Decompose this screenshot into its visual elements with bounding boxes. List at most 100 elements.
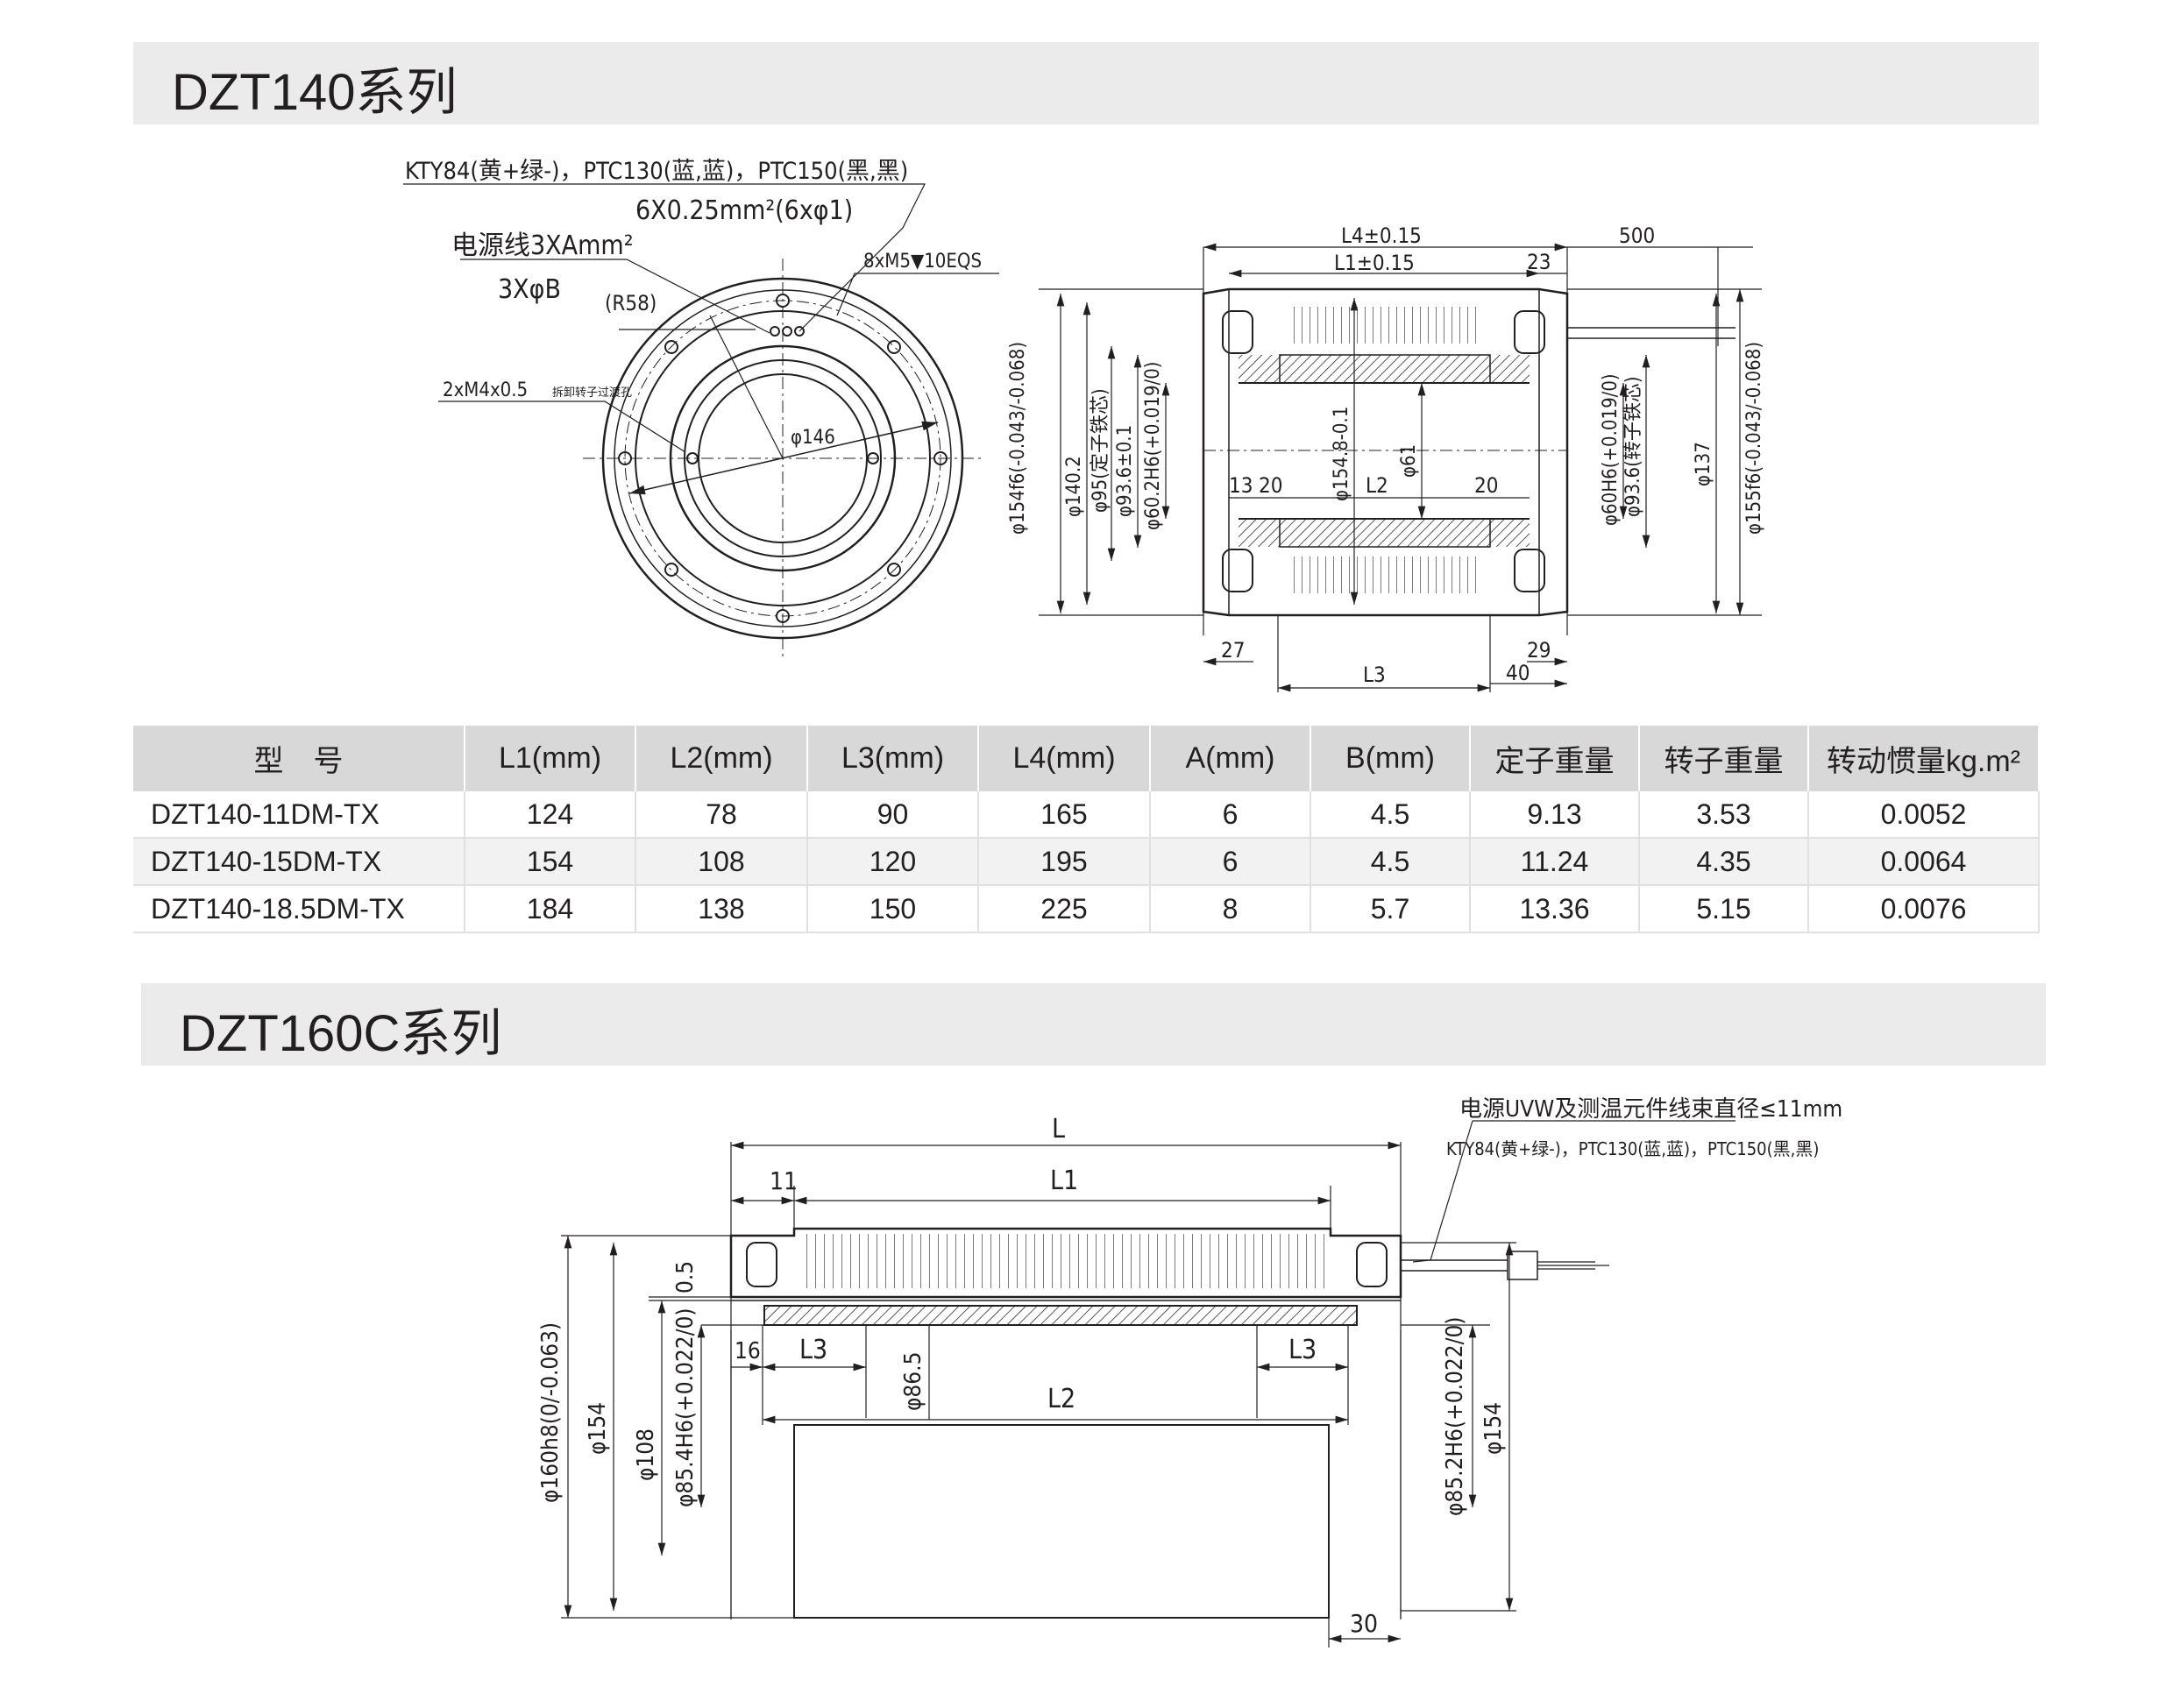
dim-0-5: 0.5 (672, 1261, 699, 1293)
dim-d61: φ61 (1398, 444, 1420, 478)
sensor-wire: 6X0.25mm²(6xφ1) (635, 195, 853, 226)
dim-11: 11 (770, 1166, 798, 1195)
section-header-dzt160c: DZT160C系列 (141, 983, 2046, 1066)
dim-20b: 20 (1474, 473, 1498, 498)
dim-d140-2: φ140.2 (1063, 456, 1085, 517)
column-header: L2(mm) (635, 726, 808, 791)
table-cell: DZT140-15DM-TX (133, 838, 465, 886)
dzt160c-drawing: L 11 L1 电源UVW及测温元件线束直径≤11mm KTY84(黄+绿-)，… (537, 1096, 1842, 1648)
table-cell: 90 (807, 791, 979, 839)
dim-d95: φ95(定子铁芯) (1090, 388, 1111, 513)
dim-d85-2: φ85.2H6(+0.022/0) (1442, 1316, 1468, 1516)
dim-l3b: L3 (1288, 1335, 1317, 1365)
table-cell: 5.7 (1310, 885, 1471, 933)
dim-d155f6: φ155f6(-0.043/-0.068) (1743, 342, 1765, 535)
table-cell: 13.36 (1470, 885, 1640, 933)
dim-20a: 20 (1259, 473, 1282, 498)
table-cell: 11.24 (1470, 838, 1640, 886)
table-cell: 0.0064 (1808, 838, 2040, 886)
label-holes-2-note: 拆卸转子过渡孔 (552, 386, 632, 400)
dim-d60-2: φ60.2H6(+0.019/0) (1142, 361, 1164, 530)
spec-table: 型 号 L1(mm) L2(mm) L3(mm) L4(mm) A(mm) B(… (133, 726, 2040, 933)
dim-l4: L4±0.15 (1341, 223, 1422, 248)
dim-l2: L2 (1366, 473, 1388, 498)
section-title: DZT140系列 (172, 64, 458, 121)
column-header: 定子重量 (1470, 726, 1640, 791)
table-cell: 108 (635, 838, 808, 886)
table-cell: 124 (465, 791, 636, 839)
label-holes-2: 2xM4x0.5 (443, 379, 528, 401)
table-cell: 78 (635, 791, 808, 839)
sensor-note: KTY84(黄+绿-)，PTC130(蓝,蓝)，PTC150(黑,黑) (405, 158, 908, 185)
table-cell: DZT140-11DM-TX (133, 791, 465, 839)
dim-d154b: φ154 (1480, 1402, 1507, 1455)
table-row: DZT140-18.5DM-TX 184 138 150 225 8 5.7 1… (133, 885, 2040, 933)
dim-d137: φ137 (1693, 442, 1714, 486)
column-header: L4(mm) (978, 726, 1151, 791)
table-cell: 165 (978, 791, 1151, 839)
table-cell: 154 (465, 838, 636, 886)
dim-d93-6b: φ93.6(转子铁芯) (1622, 376, 1644, 517)
dim-d60: φ60H6(+0.019/0) (1600, 373, 1622, 526)
dim-29: 29 (1527, 638, 1551, 663)
table-cell: 3.53 (1639, 791, 1809, 839)
table-cell: 4.5 (1310, 838, 1471, 886)
dim-d154-8: φ154.8-0.1 (1331, 407, 1352, 501)
dim-30: 30 (1350, 1609, 1378, 1638)
table-cell: 0.0076 (1808, 885, 2040, 933)
dim-13: 13 (1229, 473, 1253, 498)
dim-d86-5: φ86.5 (900, 1352, 926, 1412)
table-cell: 4.5 (1310, 791, 1471, 839)
table-cell: 6 (1150, 838, 1311, 886)
table-cell: 150 (807, 885, 979, 933)
dim-d154a: φ154 (585, 1402, 611, 1455)
label-holes-8: 8xM5▼10EQS (863, 251, 982, 273)
column-header: L3(mm) (807, 726, 979, 791)
sensor-note: KTY84(黄+绿-)，PTC130(蓝,蓝)，PTC150(黑,黑) (1446, 1138, 1819, 1159)
dim-l1: L1±0.15 (1334, 251, 1415, 275)
cable-note: 电源UVW及测温元件线束直径≤11mm (1459, 1096, 1842, 1123)
side-view: L4±0.15 500 L1±0.15 23 (1007, 223, 1765, 692)
dim-40: 40 (1506, 661, 1530, 685)
dim-d85-4: φ85.4H6(+0.022/0) (672, 1308, 699, 1507)
table-cell: 6 (1150, 791, 1311, 839)
column-header: B(mm) (1310, 726, 1471, 791)
dim-l1: L1 (1050, 1166, 1078, 1196)
dim-27: 27 (1221, 638, 1245, 663)
table-cell: 8 (1150, 885, 1311, 933)
table-cell: 5.15 (1639, 885, 1809, 933)
table-cell: 184 (465, 885, 636, 933)
column-header: A(mm) (1150, 726, 1311, 791)
table-header: 型 号 L1(mm) L2(mm) L3(mm) L4(mm) A(mm) B(… (133, 726, 2040, 791)
dim-l3a: L3 (799, 1335, 827, 1365)
table-row: DZT140-11DM-TX 124 78 90 165 6 4.5 9.13 … (133, 791, 2040, 839)
section-title: DZT160C系列 (180, 1005, 502, 1062)
table-cell: 4.35 (1639, 838, 1809, 886)
front-view: φ146 (R58) 2xM4x0.5 拆卸转子过渡孔 KTY84(黄+绿-)，… (403, 158, 999, 657)
table-cell: DZT140-18.5DM-TX (133, 885, 465, 933)
dim-23: 23 (1527, 250, 1551, 274)
dim-16: 16 (735, 1338, 761, 1364)
dim-l3: L3 (1363, 663, 1386, 687)
dim-500: 500 (1619, 223, 1655, 248)
dim-d146: φ146 (791, 427, 835, 449)
dim-d154f6: φ154f6(-0.043/-0.068) (1007, 342, 1029, 535)
dzt160c-section-view: L 11 L1 电源UVW及测温元件线束直径≤11mm KTY84(黄+绿-)，… (537, 1096, 1842, 1648)
power-line: 电源线3XAmm² (451, 230, 634, 261)
dzt140-drawing: φ146 (R58) 2xM4x0.5 拆卸转子过渡孔 KTY84(黄+绿-)，… (403, 158, 1765, 692)
table-row: DZT140-15DM-TX 154 108 120 195 6 4.5 11.… (133, 838, 2040, 886)
table-cell: 120 (807, 838, 979, 886)
table-cell: 9.13 (1470, 791, 1640, 839)
dim-l: L (1052, 1114, 1065, 1145)
column-header: 型 号 (133, 726, 465, 791)
label-r58: (R58) (605, 291, 657, 315)
power-dia: 3XφB (498, 274, 561, 305)
table-cell: 138 (635, 885, 808, 933)
dim-l2: L2 (1047, 1384, 1075, 1414)
section-header-dzt140: DZT140系列 (133, 42, 2039, 124)
column-header: 转子重量 (1639, 726, 1809, 791)
column-header: L1(mm) (465, 726, 636, 791)
table-cell: 195 (978, 838, 1151, 886)
table-cell: 225 (978, 885, 1151, 933)
dim-d160: φ160h8(0/-0.063) (537, 1322, 564, 1503)
